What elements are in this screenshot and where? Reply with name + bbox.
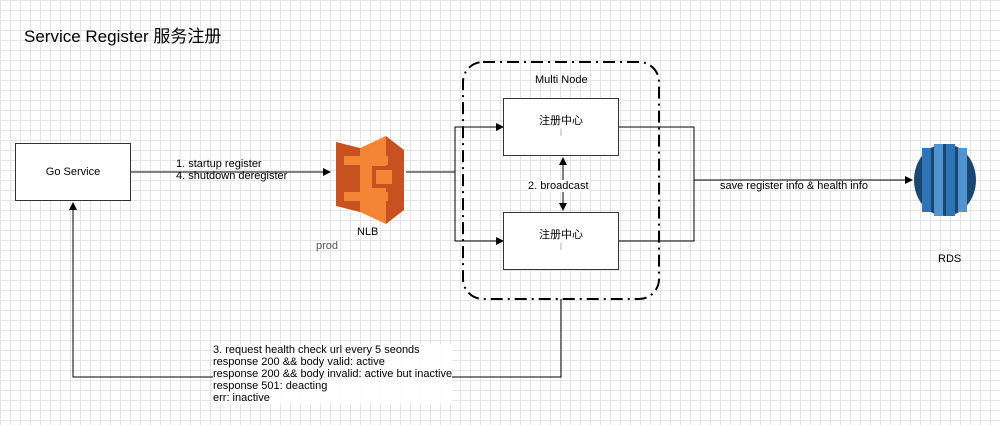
health-check-line: err: inactive (213, 392, 270, 404)
registry-node-1-name: 注册中心 (539, 115, 583, 127)
rds-icon-band-4 (958, 148, 967, 212)
nlb-to-registry-2-connector (454, 172, 504, 245)
rds-label: RDS (938, 253, 962, 265)
health-check-line: response 501: deacting (213, 380, 328, 392)
multi-node-container (462, 61, 660, 300)
registry-node-1: 注册中心 l (503, 98, 619, 156)
health-check-line: 3. request health check url every 5 seon… (213, 344, 420, 356)
nlb-icon-core (376, 170, 392, 184)
nlb-icon-bar-top (344, 156, 388, 165)
rds-icon-band-1 (922, 148, 931, 212)
rds-icon (914, 144, 976, 216)
health-check-label: 3. request health check url every 5 seon… (213, 344, 453, 404)
register-connector-label: 1. startup register 4. shutdown deregist… (176, 158, 287, 182)
registry-1-to-rds-connector (619, 126, 695, 180)
save-register-label: save register info & health info (720, 180, 868, 192)
go-service-box: Go Service (15, 143, 131, 201)
rds-icon-band-2 (934, 144, 943, 216)
page-title: Service Register 服务注册 (24, 27, 222, 46)
nlb-to-registry-1-connector (454, 123, 504, 172)
nlb-sublabel: prod (316, 240, 339, 252)
startup-register-text: 1. startup register (176, 158, 262, 170)
broadcast-label: 2. broadcast (528, 180, 589, 192)
nlb-icon (336, 136, 404, 224)
registry-node-2-name: 注册中心 (539, 229, 583, 241)
multi-node-label: Multi Node (535, 74, 588, 86)
registry-2-to-rds-connector (619, 180, 695, 242)
nlb-icon-bar-bottom (344, 192, 388, 201)
nlb-label: NLB (357, 226, 379, 238)
shutdown-deregister-text: 4. shutdown deregister (176, 170, 288, 182)
rds-icon-band-3 (946, 144, 955, 216)
go-service-label: Go Service (45, 166, 101, 178)
health-check-line: response 200 && body invalid: active but… (213, 368, 453, 380)
registry-node-2: 注册中心 l (503, 212, 619, 270)
registry-node-1-sub: l (559, 128, 563, 139)
health-check-line: response 200 && body valid: active (213, 356, 385, 368)
registry-node-2-sub: l (559, 242, 563, 253)
